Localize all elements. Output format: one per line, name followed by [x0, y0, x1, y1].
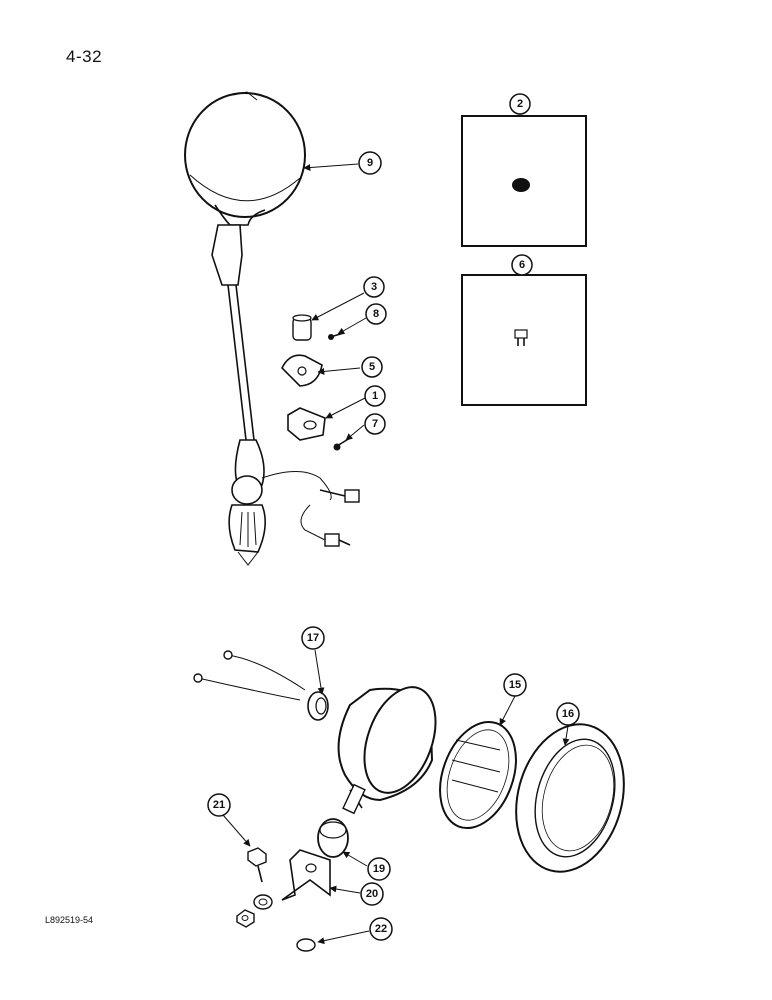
hex-bolt — [247, 847, 267, 883]
page-number: 4-32 — [66, 47, 103, 66]
callout-22: 22 — [369, 917, 393, 941]
inset-box-plug — [461, 98, 587, 247]
callout-1: 1 — [364, 385, 386, 407]
wire-leads — [193, 650, 306, 701]
callout-20: 20 — [360, 882, 384, 906]
svg-text:8: 8 — [373, 308, 379, 320]
svg-text:21: 21 — [213, 799, 225, 811]
callout-7: 7 — [364, 413, 386, 435]
callout-6: 6 — [511, 254, 533, 276]
nut-washer — [236, 894, 273, 928]
svg-text:3: 3 — [371, 281, 377, 293]
figure-code: L892519-54 — [45, 915, 94, 925]
bracket — [287, 407, 326, 441]
sealed-beam-lens — [439, 720, 517, 830]
svg-text:9: 9 — [367, 157, 373, 169]
callout-19: 19 — [367, 857, 391, 881]
svg-text:1: 1 — [372, 390, 378, 402]
callout-2: 2 — [509, 93, 531, 115]
wiring-harness — [261, 471, 360, 547]
retaining-ring — [515, 723, 625, 873]
lamp-switch-handle — [228, 439, 266, 566]
lamp-housing — [337, 686, 437, 815]
svg-text:2: 2 — [517, 98, 523, 110]
callout-9: 9 — [358, 151, 382, 175]
svg-text:7: 7 — [372, 418, 378, 430]
mount-plate — [281, 354, 323, 387]
callout-15: 15 — [503, 673, 527, 697]
lamp-head — [184, 91, 306, 226]
screw — [328, 332, 345, 340]
svg-text:6: 6 — [519, 259, 525, 271]
rubber-spacer — [317, 818, 349, 858]
callout-8: 8 — [365, 303, 387, 325]
plug-cap — [296, 938, 316, 952]
callout-3: 3 — [363, 276, 385, 298]
mounting-bracket — [281, 849, 331, 901]
callout-16: 16 — [556, 702, 580, 726]
svg-text:19: 19 — [373, 863, 385, 875]
callout-17: 17 — [301, 626, 325, 650]
svg-text:17: 17 — [307, 632, 319, 644]
grommet — [307, 691, 329, 721]
inset-box-fuse — [461, 258, 587, 406]
callout-21: 21 — [207, 793, 231, 817]
callout-5: 5 — [361, 356, 383, 378]
svg-text:22: 22 — [375, 923, 387, 935]
leader-lines — [222, 163, 570, 945]
lamp-arm — [211, 224, 255, 441]
spacer — [292, 314, 312, 341]
svg-text:20: 20 — [366, 888, 378, 900]
svg-text:16: 16 — [562, 708, 574, 720]
bolt — [333, 437, 351, 451]
svg-text:5: 5 — [369, 361, 375, 373]
svg-text:15: 15 — [509, 679, 521, 691]
